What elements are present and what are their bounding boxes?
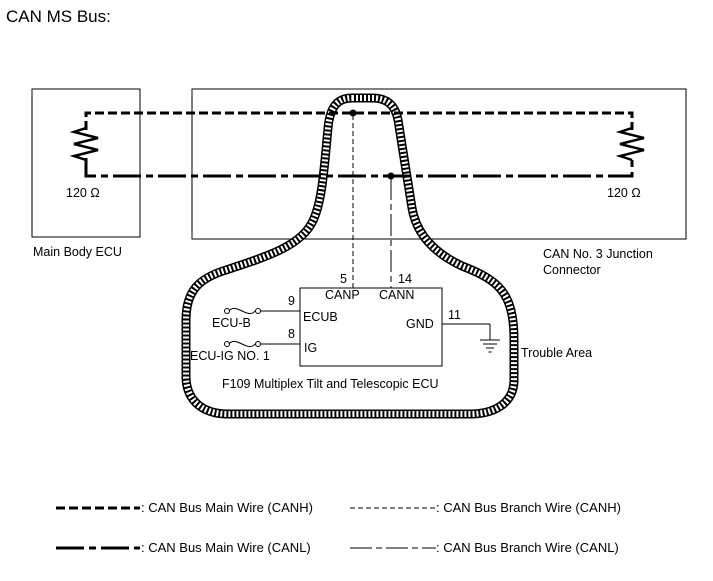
ecu-ig-fuse-terminal-2 — [255, 341, 261, 347]
ecu-ig-fuse-terminal — [224, 341, 230, 347]
ecu-box — [299, 287, 443, 367]
canl-main-wire — [84, 158, 634, 178]
legend-canl-branch-label: : CAN Bus Branch Wire (CANL) — [436, 540, 619, 555]
ground-icon — [480, 339, 500, 353]
canl-junction-dot — [387, 172, 395, 180]
junction-connector-resistor-icon — [615, 126, 645, 162]
ecu-ig-fuse-icon — [228, 340, 256, 348]
pin-canp-number: 5 — [340, 272, 347, 286]
legend: : CAN Bus Main Wire (CANH) : CAN Bus Bra… — [56, 500, 621, 555]
ecu-ig-fuse-label: ECU-IG NO. 1 — [190, 349, 270, 363]
legend-canl-main-label: : CAN Bus Main Wire (CANL) — [141, 540, 311, 555]
legend-canh-branch-label: : CAN Bus Branch Wire (CANH) — [436, 500, 621, 515]
pin-cann-number: 14 — [398, 272, 412, 286]
ecu-b-fuse-label: ECU-B — [212, 316, 251, 330]
junction-connector-label-line1: CAN No. 3 Junction — [543, 247, 653, 261]
ecu-b-fuse-terminal — [224, 308, 230, 314]
pin-gnd-number: 11 — [448, 308, 461, 322]
ecu-b-fuse-icon — [228, 307, 256, 315]
pin-ig-number: 8 — [288, 327, 295, 341]
ecu-b-fuse-terminal-2 — [255, 308, 261, 314]
junction-connector-box — [191, 88, 687, 240]
pin-gnd-label: GND — [406, 317, 434, 331]
pin-ig-label: IG — [304, 341, 317, 355]
pin-canp-label: CANP — [325, 288, 360, 302]
main-body-ecu-box — [31, 88, 141, 238]
pin-ecub-label: ECUB — [303, 310, 338, 324]
legend-canh-main-label: : CAN Bus Main Wire (CANH) — [141, 500, 313, 515]
diagram-title: CAN MS Bus: — [6, 7, 111, 26]
main-body-ecu-resistor-label: 120 Ω — [66, 186, 100, 200]
main-body-ecu-resistor-icon — [69, 126, 99, 162]
ecu-label: F109 Multiplex Tilt and Telescopic ECU — [222, 377, 439, 391]
pin-cann-label: CANN — [379, 288, 414, 302]
junction-connector-label-line2: Connector — [543, 263, 601, 277]
canh-junction-dot — [349, 109, 357, 117]
trouble-area-label: Trouble Area — [521, 346, 592, 360]
main-body-ecu-label: Main Body ECU — [33, 245, 122, 259]
canh-main-wire — [84, 111, 634, 130]
pin-ecub-number: 9 — [288, 294, 295, 308]
junction-connector-resistor-label: 120 Ω — [607, 186, 641, 200]
trouble-area-outline — [181, 93, 519, 419]
